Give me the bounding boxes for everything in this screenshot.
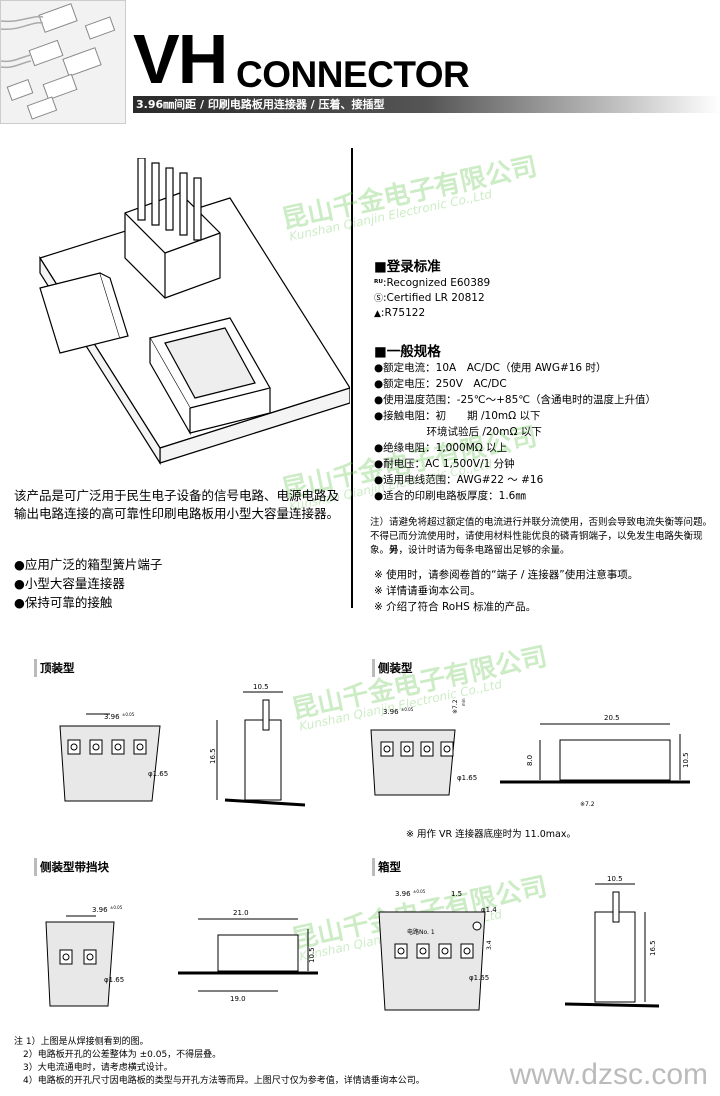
product-description: 该产品是可广泛用于民生电子设备的信号电路、电源电路及输出电路连接的高可靠性印刷电…	[14, 488, 340, 521]
box-pitch-tol: ±0.05	[413, 889, 426, 894]
box-pitch: 3.96	[395, 890, 411, 898]
box-width: 10.5	[607, 875, 623, 883]
label-bar	[372, 659, 375, 677]
block-h: 10.5	[308, 947, 316, 963]
spec-item: ●绝缘电阻：1,000MΩ 以上	[374, 442, 508, 454]
diagram-block-side: 21.0 10.5 19.0	[178, 905, 338, 1009]
diagram-box-pcb: 3.96 ±0.05 1.5 φ1.4 电路No. 1 3.4 φ1.65	[365, 886, 515, 1020]
ul-icon: ᴿᵁ	[374, 279, 383, 289]
side-h2: 10.5	[682, 752, 690, 768]
top-pitch-tol: ±0.05	[122, 712, 135, 717]
site-watermark: www.dzsc.com	[509, 1058, 708, 1091]
block-pitch-tol: ±0.05	[110, 905, 123, 910]
certs-heading: ■登录标准	[374, 259, 441, 275]
diagram-block-pcb: 3.96 ±0.05 φ1.65	[40, 902, 170, 1016]
cert-csa: Ⓢ:Certified LR 20812	[374, 292, 485, 304]
top-hole: φ1.65	[148, 770, 168, 778]
diagram-side-side: 20.5 8.0 10.5 ※7.2	[500, 710, 700, 824]
side-min1-sub: min	[461, 698, 466, 706]
box-height: 16.5	[649, 940, 657, 956]
title-vh: VH	[133, 20, 228, 98]
feature-item: ●应用广泛的箱型簧片端子	[14, 557, 163, 572]
connector-illustration	[30, 157, 351, 477]
block-len1: 21.0	[233, 909, 249, 917]
side-length: 20.5	[604, 714, 620, 722]
side-min1: ※7.2	[452, 699, 459, 714]
footnote: 4）电路板的开孔尺寸因电路板的类型与开孔方法等而异。上图尺寸仅为参考值，详情请垂…	[14, 1076, 425, 1086]
remark: ※ 详情请垂询本公司。	[374, 585, 481, 597]
top-height: 16.5	[209, 748, 217, 764]
remark: ※ 介绍了符合 RoHS 标准的产品。	[374, 601, 537, 613]
footnote: 注 1）上图是从焊接侧看到的图。	[14, 1037, 149, 1047]
spec-item: ●额定电流：10A AC/DC（使用 AWG#16 时）	[374, 362, 607, 374]
spec-note-line: 已而分流使用时，请使用材料性能优良的磷青铜端子，以免发生电路失衡现象。另	[370, 531, 703, 556]
title-connector: CONNECTOR	[236, 54, 470, 95]
tuv-icon: ▲	[374, 309, 381, 319]
label-side-block: 侧装型带挡块	[40, 860, 109, 874]
side-min2: ※7.2	[580, 801, 595, 808]
diagram-top-side: 10.5 16.5	[205, 680, 315, 819]
spec-item: 环境试验后 /20mΩ 以下	[374, 426, 542, 438]
specs-heading: ■一般规格	[374, 344, 441, 360]
spec-item: ●接触电阻：初 期 /10mΩ 以下	[374, 410, 541, 422]
diagram-side-pcb: 3.96 ±0.05 ※7.2 min φ1.65	[365, 690, 485, 804]
top-width: 10.5	[253, 683, 269, 691]
label-bar	[34, 659, 37, 677]
subtitle: 3.96㎜间距 / 印刷电路板用连接器 / 压着、接插型	[136, 98, 385, 111]
block-len2: 19.0	[230, 995, 246, 1003]
cert-tuv: ▲:R75122	[374, 307, 426, 319]
box-hole2: φ1.65	[469, 974, 489, 982]
label-side-mount: 侧装型	[378, 661, 413, 675]
side-note: ※ 用作 VR 连接器底座时为 11.0max。	[406, 829, 576, 840]
spec-item: ●适合的印刷电路板厚度：1.6㎜	[374, 490, 526, 502]
feature-item: ●保持可靠的接触	[14, 595, 113, 610]
top-pitch: 3.96	[104, 713, 120, 721]
side-h1: 8.0	[526, 755, 534, 766]
side-pitch: 3.96	[383, 708, 399, 716]
csa-icon: Ⓢ	[374, 294, 384, 304]
footnote: 2）电路板开孔的公差整体为 ±0.05，不得层叠。	[14, 1050, 222, 1060]
label-box: 箱型	[378, 860, 401, 874]
subtitle-bar	[133, 96, 720, 113]
spec-note-line: 注）请避免将超过额定值的电流进行并联分流使用，否则会导致电流失衡等问题。不得	[370, 517, 713, 542]
side-hole: φ1.65	[457, 774, 477, 782]
spec-item: ●使用温度范围：-25℃～+85℃（含通电时的温度上升值）	[374, 394, 657, 406]
feature-item: ●小型大容量连接器	[14, 576, 125, 591]
diagram-box-side: 10.5 16.5	[564, 872, 665, 1026]
side-pitch-tol: ±0.05	[401, 707, 414, 712]
spec-item: ●耐电压：AC 1,500V/1 分钟	[374, 458, 515, 470]
block-pitch: 3.96	[92, 906, 108, 914]
label-bar	[372, 858, 375, 876]
box-v: 3.4	[486, 940, 493, 950]
box-circuit: 电路No. 1	[407, 928, 435, 936]
spec-item: ●适用电线范围：AWG#22 ～ #16	[374, 474, 544, 486]
block-hole: φ1.65	[104, 976, 124, 984]
footnote: 3）大电流通电时，请考虑横式设计。	[14, 1063, 173, 1073]
spec-note-line: 外，设计时请为每条电路留出足够的余量。	[370, 545, 570, 556]
product-photo	[0, 0, 126, 124]
column-divider	[351, 148, 353, 608]
box-p2: 1.5	[451, 890, 462, 898]
label-bar	[34, 858, 37, 876]
spec-item: ●额定电压：250V AC/DC	[374, 378, 507, 390]
diagram-top-pcb: 3.96 ±0.05 φ1.65	[40, 706, 190, 810]
cert-ul: ᴿᵁ:Recognized E60389	[374, 277, 491, 289]
label-top-mount: 顶装型	[40, 661, 75, 675]
box-hole1: φ1.4	[481, 906, 497, 914]
remark: ※ 使用时，请参阅卷首的“端子 / 连接器”使用注意事项。	[374, 569, 639, 581]
